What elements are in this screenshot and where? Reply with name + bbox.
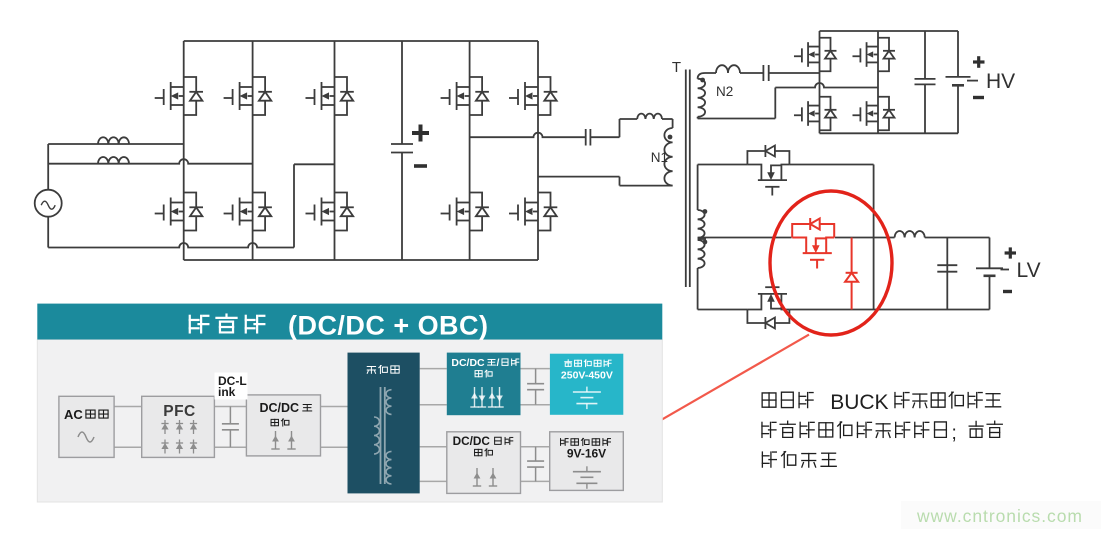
svg-text:DC/DC: DC/DC [453,434,491,448]
svg-text:www.cntronics.com: www.cntronics.com [916,506,1082,526]
svg-text:;: ; [952,423,957,444]
svg-text:LV: LV [1017,259,1041,282]
svg-text:AC: AC [64,407,83,422]
svg-text:N1: N1 [651,150,668,165]
svg-text:(DC/DC + OBC): (DC/DC + OBC) [288,311,488,341]
svg-text:DC/DC: DC/DC [260,401,300,415]
svg-text:HV: HV [986,70,1015,93]
svg-text:N2: N2 [716,84,733,99]
svg-text:T: T [672,59,681,76]
svg-text:DC/DC: DC/DC [451,357,485,369]
svg-text:DC-L: DC-L [218,374,247,388]
svg-text:9V-16V: 9V-16V [567,447,606,461]
svg-text:/: / [497,357,500,369]
svg-text:ink: ink [218,385,236,399]
svg-text:250V-450V: 250V-450V [561,370,613,382]
svg-text:PFC: PFC [163,403,196,420]
svg-text:BUCK: BUCK [830,391,888,414]
